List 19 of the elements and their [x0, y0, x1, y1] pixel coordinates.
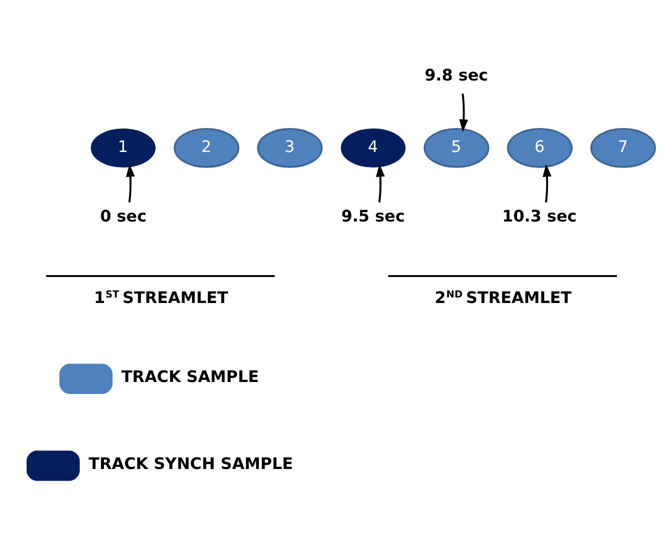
node-ellipse: 7: [590, 128, 656, 168]
label: 2$^{ND}$ STREAMLET: [434, 288, 572, 308]
legend-label: TRACK SAMPLE: [121, 366, 259, 386]
node-ellipse: 6: [507, 128, 573, 168]
arrow: [126, 164, 135, 203]
node-text: 9.5 sec: [341, 206, 405, 226]
node-text: 9.8 sec: [424, 66, 488, 85]
node-ellipse: 3: [257, 128, 323, 168]
arrow: [376, 164, 385, 203]
label: 1$^{ST}$ STREAMLET: [94, 288, 228, 308]
node-ellipse: 4: [340, 128, 406, 168]
node-text: 0 sec: [100, 206, 147, 226]
legend-label: TRACK SYNCH SAMPLE: [88, 454, 294, 473]
node-ellipse: 1: [90, 128, 156, 168]
node-ellipse: 5: [424, 128, 490, 168]
arrow: [542, 164, 552, 203]
node-text: 10.3 sec: [502, 206, 577, 226]
arrow: [459, 94, 468, 132]
node-ellipse: 2: [174, 128, 240, 168]
